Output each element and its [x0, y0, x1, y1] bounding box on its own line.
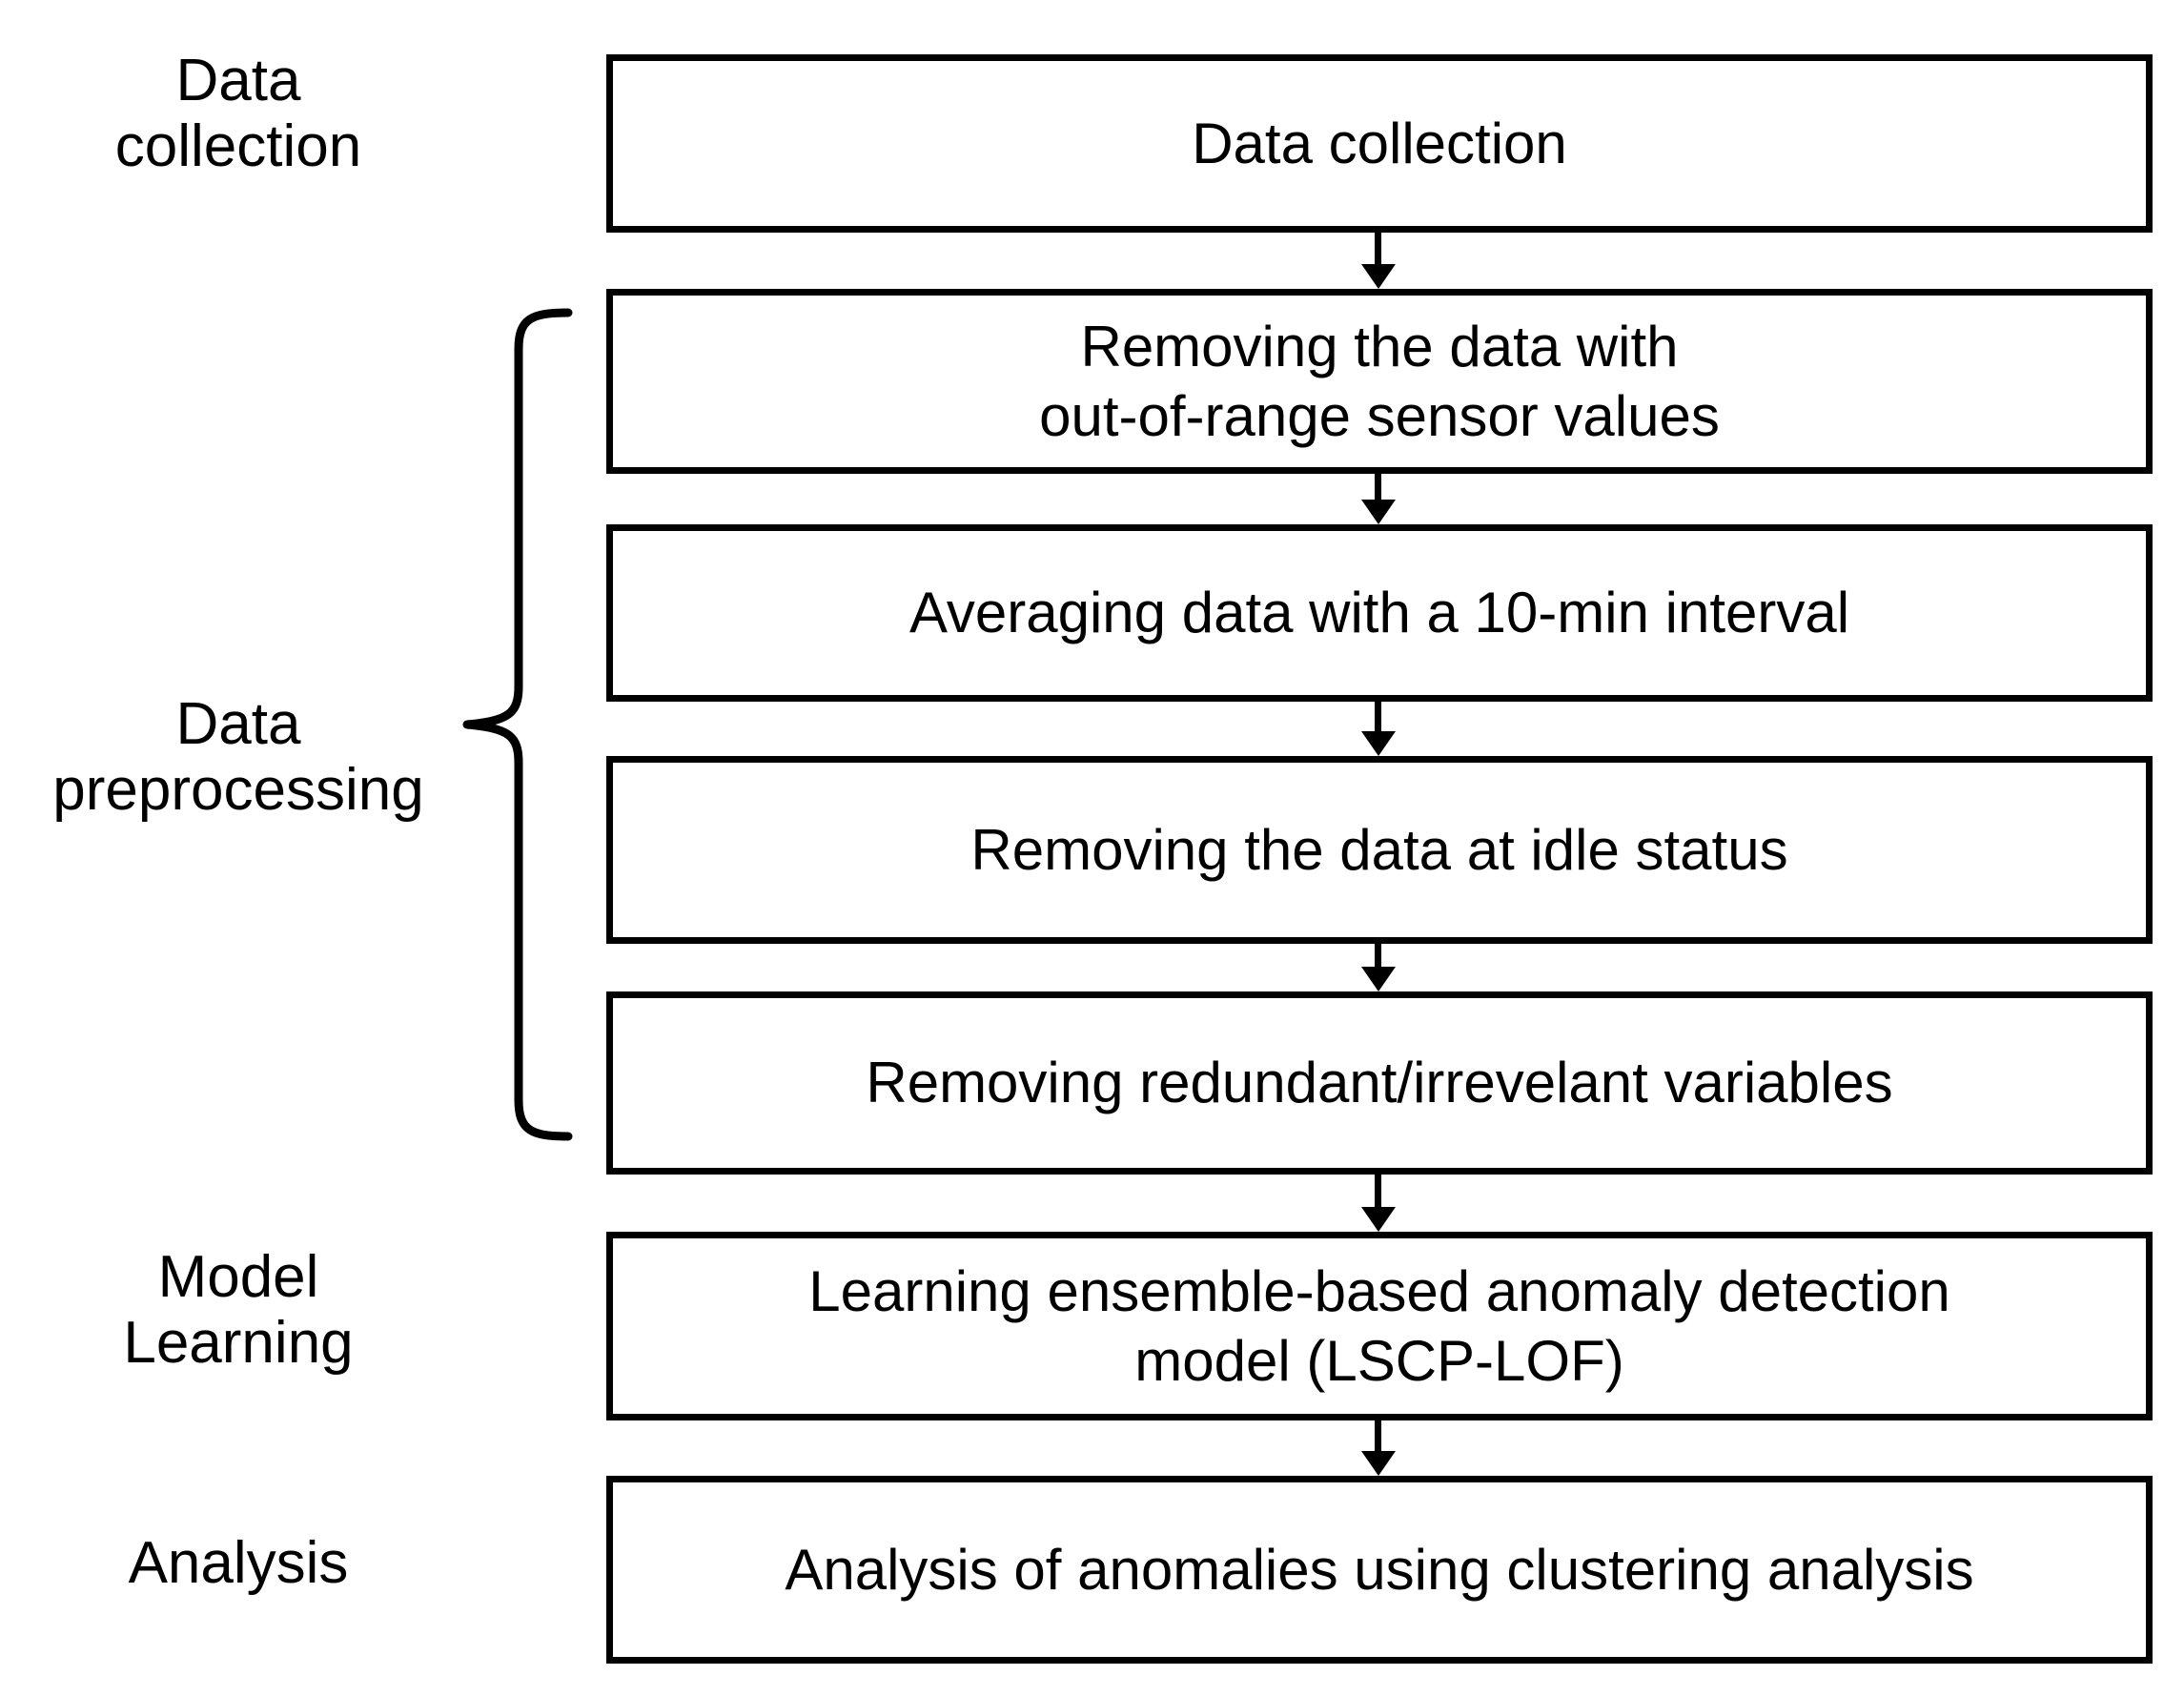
process-box-label: Removing the data with out-of-range sens…: [1039, 314, 1720, 448]
process-box-analyze-anomalies[interactable]: Analysis of anomalies using clustering a…: [606, 1476, 2153, 1664]
stage-label-data-preprocessing: Data preprocessing: [52, 691, 424, 824]
down-arrow-icon-4: [1361, 944, 1396, 991]
process-box-average-10min[interactable]: Averaging data with a 10-min interval: [606, 524, 2153, 702]
process-box-label: Averaging data with a 10-min interval: [908, 581, 1850, 645]
stage-label-model-learning: Model Learning: [123, 1244, 354, 1377]
process-box-label: Removing the data at idle status: [970, 817, 1788, 882]
stage-label-data-collection: Data collection: [114, 48, 362, 180]
down-arrow-icon-2: [1361, 474, 1396, 524]
process-box-remove-redundant[interactable]: Removing redundant/irrevelant variables: [606, 991, 2153, 1175]
process-box-label: Data collection: [1192, 111, 1567, 175]
down-arrow-icon-3: [1361, 702, 1396, 756]
down-arrow-icon-5: [1361, 1175, 1396, 1232]
process-box-label: Analysis of anomalies using clustering a…: [785, 1537, 1974, 1602]
preprocessing-brace: [456, 305, 580, 1144]
process-box-label: Removing redundant/irrevelant variables: [866, 1051, 1893, 1115]
process-box-data-collection[interactable]: Data collection: [606, 54, 2153, 233]
process-box-label: Learning ensemble-based anomaly detectio…: [808, 1258, 1950, 1393]
down-arrow-icon-1: [1361, 233, 1396, 289]
process-box-remove-out-of-range[interactable]: Removing the data with out-of-range sens…: [606, 289, 2153, 474]
process-box-remove-idle[interactable]: Removing the data at idle status: [606, 756, 2153, 944]
process-box-learn-model[interactable]: Learning ensemble-based anomaly detectio…: [606, 1232, 2153, 1420]
stage-label-analysis: Analysis: [128, 1530, 349, 1596]
down-arrow-icon-6: [1361, 1420, 1396, 1476]
